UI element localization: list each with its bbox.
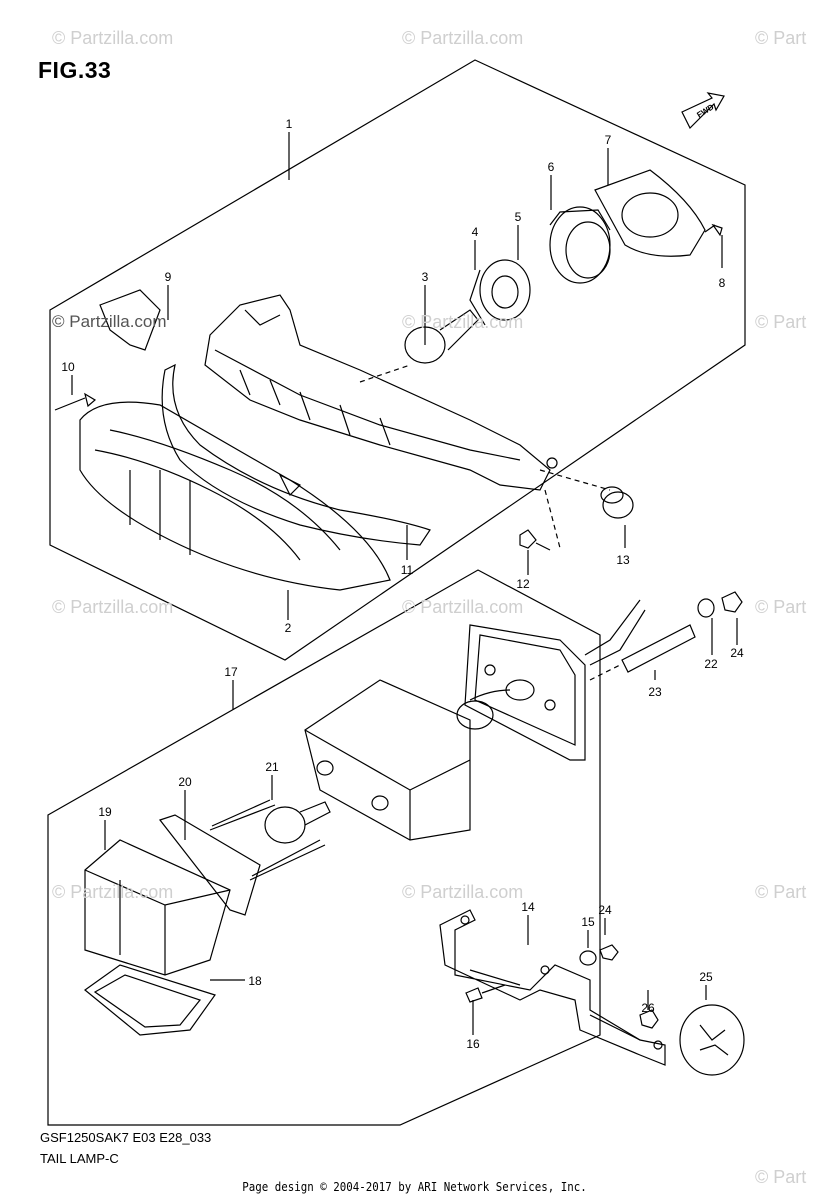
watermark: © Partzilla.com <box>402 28 524 48</box>
part-4-socket <box>469 259 531 326</box>
watermark: © Partzilla.com <box>402 597 524 617</box>
footer-credit: Page design © 2004-2017 by ARI Network S… <box>242 1180 587 1194</box>
part-9-clip <box>99 289 161 351</box>
part-16-screw <box>465 984 506 1003</box>
watermark: © Partzilla.com <box>52 597 174 617</box>
part-number-label[interactable]: 8 <box>719 276 726 290</box>
part-number-label[interactable]: 19 <box>98 805 112 819</box>
part-8-screw <box>704 223 723 237</box>
part-13-grommet <box>600 486 634 519</box>
part-21-bulb <box>264 801 331 844</box>
part-number-label[interactable]: 24 <box>730 646 744 660</box>
part-19-lens <box>84 839 231 976</box>
part-number-label[interactable]: 9 <box>165 270 172 284</box>
part-number-label[interactable]: 21 <box>265 760 279 774</box>
part-number-label[interactable]: 6 <box>548 160 555 174</box>
part-number-label[interactable]: 13 <box>616 553 630 567</box>
part-10-screw <box>54 392 97 411</box>
part-number-label[interactable]: 24 <box>598 903 612 917</box>
watermark: © Part <box>755 1167 807 1187</box>
part-12-bolt <box>519 529 551 551</box>
part-26-nut <box>639 1009 659 1029</box>
part-24-nut <box>721 591 743 613</box>
part-number-label[interactable]: 1 <box>286 117 293 131</box>
part-18-pad <box>84 964 216 1036</box>
part-number-label[interactable]: 16 <box>466 1037 480 1051</box>
figure-title: FIG.33 <box>38 57 112 83</box>
part-20-gasket <box>159 814 261 916</box>
watermark: © Partzilla.com <box>402 312 524 332</box>
part-17-base <box>464 599 646 761</box>
part-23-tube <box>621 624 696 673</box>
watermark: © Partzilla.com <box>52 882 174 902</box>
part-20-screw-a <box>209 799 276 831</box>
watermark-main: © Partzilla.com <box>52 312 167 331</box>
part-14-bracket <box>439 909 666 1066</box>
watermark: © Part <box>755 312 807 332</box>
part-number-label[interactable]: 10 <box>61 360 75 374</box>
part-number-label[interactable]: 12 <box>516 577 530 591</box>
part-number-label[interactable]: 18 <box>248 974 262 988</box>
watermark: © Part <box>755 597 807 617</box>
part-20-screw-b <box>249 839 326 881</box>
watermark: © Partzilla.com <box>52 28 174 48</box>
part-number-label[interactable]: 5 <box>515 210 522 224</box>
housing-body <box>204 294 558 491</box>
part-7-gasket <box>594 169 706 257</box>
part-number-label[interactable]: 14 <box>521 900 535 914</box>
forward-arrow-icon <box>681 92 725 130</box>
upper-assembly-outline <box>49 59 746 661</box>
part-number-label[interactable]: 11 <box>401 563 414 577</box>
part-number-label[interactable]: 4 <box>472 225 479 239</box>
part-number-label[interactable]: 3 <box>422 270 429 284</box>
footer-diagram-name: TAIL LAMP-C <box>40 1151 119 1166</box>
footer-diagram-code: GSF1250SAK7 E03 E28_033 <box>40 1130 212 1145</box>
part-6-socket-ring <box>549 206 611 284</box>
part-3-bulb <box>404 309 479 364</box>
part-number-label[interactable]: 15 <box>581 915 595 929</box>
watermark: © Part <box>755 882 807 902</box>
part-number-label[interactable]: 25 <box>699 970 713 984</box>
watermark: © Partzilla.com <box>402 882 524 902</box>
part-number-label[interactable]: 20 <box>178 775 192 789</box>
part-number-labels: 1234567891011121317192021181415241626252… <box>61 102 744 1051</box>
part-number-label[interactable]: 22 <box>704 657 718 671</box>
part-24-nut-b <box>599 944 619 961</box>
part-number-label[interactable]: 2 <box>285 621 292 635</box>
lower-assembly-outline <box>47 569 601 1126</box>
lamp-housing-block <box>304 679 494 841</box>
part-number-label[interactable]: 7 <box>605 133 612 147</box>
part-15-washer <box>579 950 597 966</box>
watermark: © Part <box>755 28 807 48</box>
part-number-label[interactable]: 23 <box>648 685 662 699</box>
part-25-reflector <box>679 1004 745 1076</box>
part-number-label[interactable]: 26 <box>641 1001 655 1015</box>
part-22-washer <box>697 598 715 618</box>
part-11-seal <box>161 363 431 546</box>
part-number-label[interactable]: 17 <box>224 665 238 679</box>
part-2-lens <box>79 401 391 591</box>
